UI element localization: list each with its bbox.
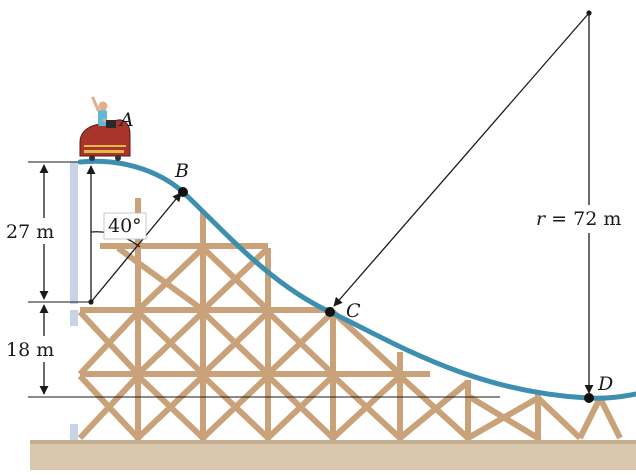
label-radius: r = 72 m xyxy=(536,208,621,230)
left-post-mid xyxy=(70,310,78,326)
roller-coaster-car-icon xyxy=(79,119,131,161)
label-radius-value: = 72 m xyxy=(551,208,621,230)
center-point xyxy=(88,299,94,305)
label-point-a: A xyxy=(118,109,134,131)
radius-line-to-c xyxy=(333,12,590,307)
point-d-marker xyxy=(584,393,594,403)
left-post-upper xyxy=(70,162,78,304)
radial-line-to-b xyxy=(90,192,182,303)
point-b-marker xyxy=(178,187,188,197)
label-height-18m: 18 m xyxy=(6,339,54,361)
label-point-c: C xyxy=(346,300,361,322)
ground xyxy=(30,440,636,470)
curvature-center-point xyxy=(586,10,592,16)
label-radius-symbol: r xyxy=(536,208,547,230)
left-post-lower xyxy=(70,424,78,440)
label-angle-40: 40° xyxy=(108,215,142,237)
rider-icon xyxy=(91,96,116,128)
ground-shadow xyxy=(30,440,636,444)
label-point-d: D xyxy=(597,373,613,395)
label-height-27m: 27 m xyxy=(6,221,54,243)
label-point-b: B xyxy=(174,160,189,182)
trestle-structure xyxy=(77,198,623,441)
point-c-marker xyxy=(325,307,335,317)
